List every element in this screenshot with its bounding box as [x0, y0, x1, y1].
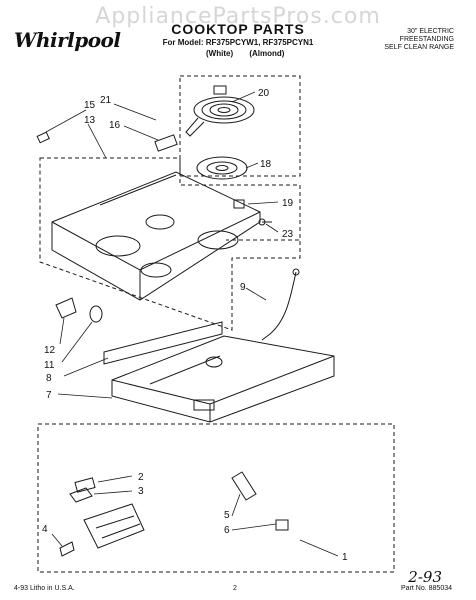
- brand-logo: Whirlpool: [14, 28, 121, 52]
- callout-labels: 21 20 15 13 16 18 19 23 9 12 11 8 7 2 3 …: [42, 88, 348, 563]
- receptacle: [154, 134, 178, 152]
- callout-21: 19: [282, 198, 294, 209]
- callout-3: 3: [138, 486, 144, 497]
- callout-19: 21: [100, 95, 112, 106]
- variant-almond: (Almond): [249, 49, 285, 58]
- range-spec-line-2: FREESTANDING: [399, 36, 454, 43]
- color-variants: (White) (Almond): [206, 49, 284, 58]
- footer-litho: 4-93 Litho in U.S.A.: [14, 585, 75, 592]
- surface-element-coil: [185, 85, 255, 137]
- part-6-connector: [275, 519, 289, 531]
- callout-8: 8: [46, 373, 52, 384]
- callout-18: 18: [260, 159, 272, 170]
- callout-13: 13: [84, 115, 96, 126]
- range-spec: 30" ELECTRIC FREESTANDING SELF CLEAN RAN…: [384, 28, 454, 52]
- range-spec-line-3: SELF CLEAN RANGE: [384, 44, 454, 51]
- part-3-plate: [69, 487, 93, 503]
- part-4-lamp: [59, 541, 75, 557]
- clip-15: [36, 131, 50, 144]
- part-21-bracket: [233, 199, 245, 209]
- control-bracket-assembly: [83, 503, 145, 549]
- callout-20: 20: [258, 88, 270, 99]
- page-number: 2: [233, 585, 237, 592]
- part-9-rod: [261, 268, 300, 341]
- part-number: Part No. 885034: [401, 585, 452, 592]
- part-11-spacer: [89, 305, 103, 323]
- callout-11: 11: [44, 360, 55, 371]
- lower-parts-box: [37, 423, 395, 573]
- callout-1: 1: [342, 552, 348, 563]
- callout-15: 15: [84, 100, 96, 111]
- callout-2: 2: [138, 472, 144, 483]
- front-rail: [103, 321, 223, 365]
- callout-16: 16: [109, 120, 121, 131]
- brand-logo-text: Whirlpool: [14, 28, 121, 52]
- callout-6: 6: [224, 525, 230, 536]
- callout-4: 4: [42, 524, 48, 535]
- model-line: For Model: RF375PCYW1, RF375PCYN1: [162, 38, 314, 47]
- main-top: [51, 171, 261, 301]
- callout-23: 23: [282, 229, 294, 240]
- part-12-bracket: [55, 297, 77, 319]
- part-23-screw: [258, 218, 272, 226]
- cooktop-dashed-outline: [39, 157, 301, 331]
- range-spec-line-1: 30" ELECTRIC: [407, 28, 454, 35]
- handwritten-note: 2-93: [408, 568, 442, 586]
- burner-box: [111, 335, 335, 423]
- leader-lines: [45, 91, 339, 557]
- page-title: COOKTOP PARTS: [171, 21, 305, 37]
- callout-7: 7: [46, 390, 52, 401]
- variant-white: (White): [206, 49, 234, 58]
- element-box: [179, 75, 301, 177]
- part-2-switch: [74, 477, 96, 493]
- part-5-bar: [231, 471, 257, 501]
- callout-9: 9: [240, 282, 246, 293]
- callout-12: 12: [44, 345, 56, 356]
- callout-5: 5: [224, 510, 230, 521]
